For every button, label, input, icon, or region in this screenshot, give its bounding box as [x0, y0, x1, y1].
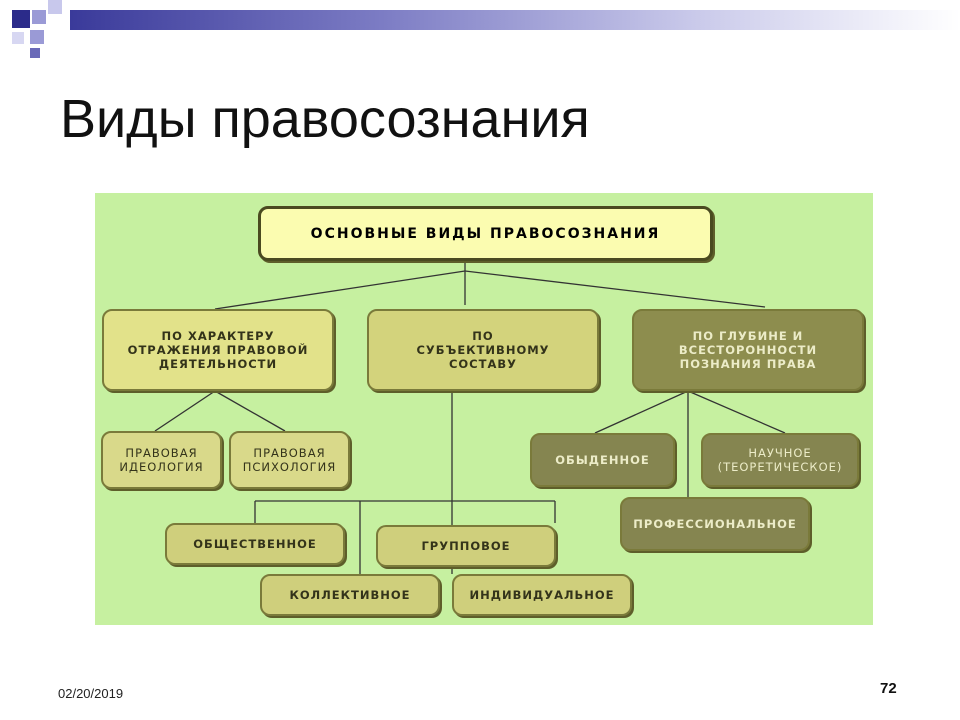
category-node-depth: ПО ГЛУБИНЕ И ВСЕСТОРОННОСТИ ПОЗНАНИЯ ПРА…: [632, 309, 864, 391]
root-node: ОСНОВНЫЕ ВИДЫ ПРАВОСОЗНАНИЯ: [258, 206, 713, 261]
leaf-node-group: ГРУППОВОЕ: [376, 525, 556, 567]
leaf-node-psychology: ПРАВОВАЯ ПСИХОЛОГИЯ: [229, 431, 350, 489]
leaf-node-ideology: ПРАВОВАЯ ИДЕОЛОГИЯ: [101, 431, 222, 489]
diagram-area: ОСНОВНЫЕ ВИДЫ ПРАВОСОЗНАНИЯ ПО ХАРАКТЕРУ…: [95, 193, 873, 625]
leaf-node-ordinary: ОБЫДЕННОЕ: [530, 433, 675, 487]
category-node-subject: ПО СУБЪЕКТИВНОМУ СОСТАВУ: [367, 309, 599, 391]
slide-date: 02/20/2019: [58, 686, 124, 701]
leaf-node-scientific: НАУЧНОЕ (ТЕОРЕТИЧЕСКОЕ): [701, 433, 859, 487]
leaf-node-public: ОБЩЕСТВЕННОЕ: [165, 523, 345, 565]
leaf-node-professional: ПРОФЕССИОНАЛЬНОЕ: [620, 497, 810, 551]
slide-title: Виды правосознания: [60, 89, 590, 149]
leaf-node-collective: КОЛЛЕКТИВНОЕ: [260, 574, 440, 616]
page-number: 72: [880, 680, 897, 697]
leaf-node-individual: ИНДИВИДУАЛЬНОЕ: [452, 574, 632, 616]
title-bar-gradient: [70, 10, 960, 30]
category-node-character: ПО ХАРАКТЕРУ ОТРАЖЕНИЯ ПРАВОВОЙ ДЕЯТЕЛЬН…: [102, 309, 334, 391]
connector-lines: [154, 260, 786, 574]
